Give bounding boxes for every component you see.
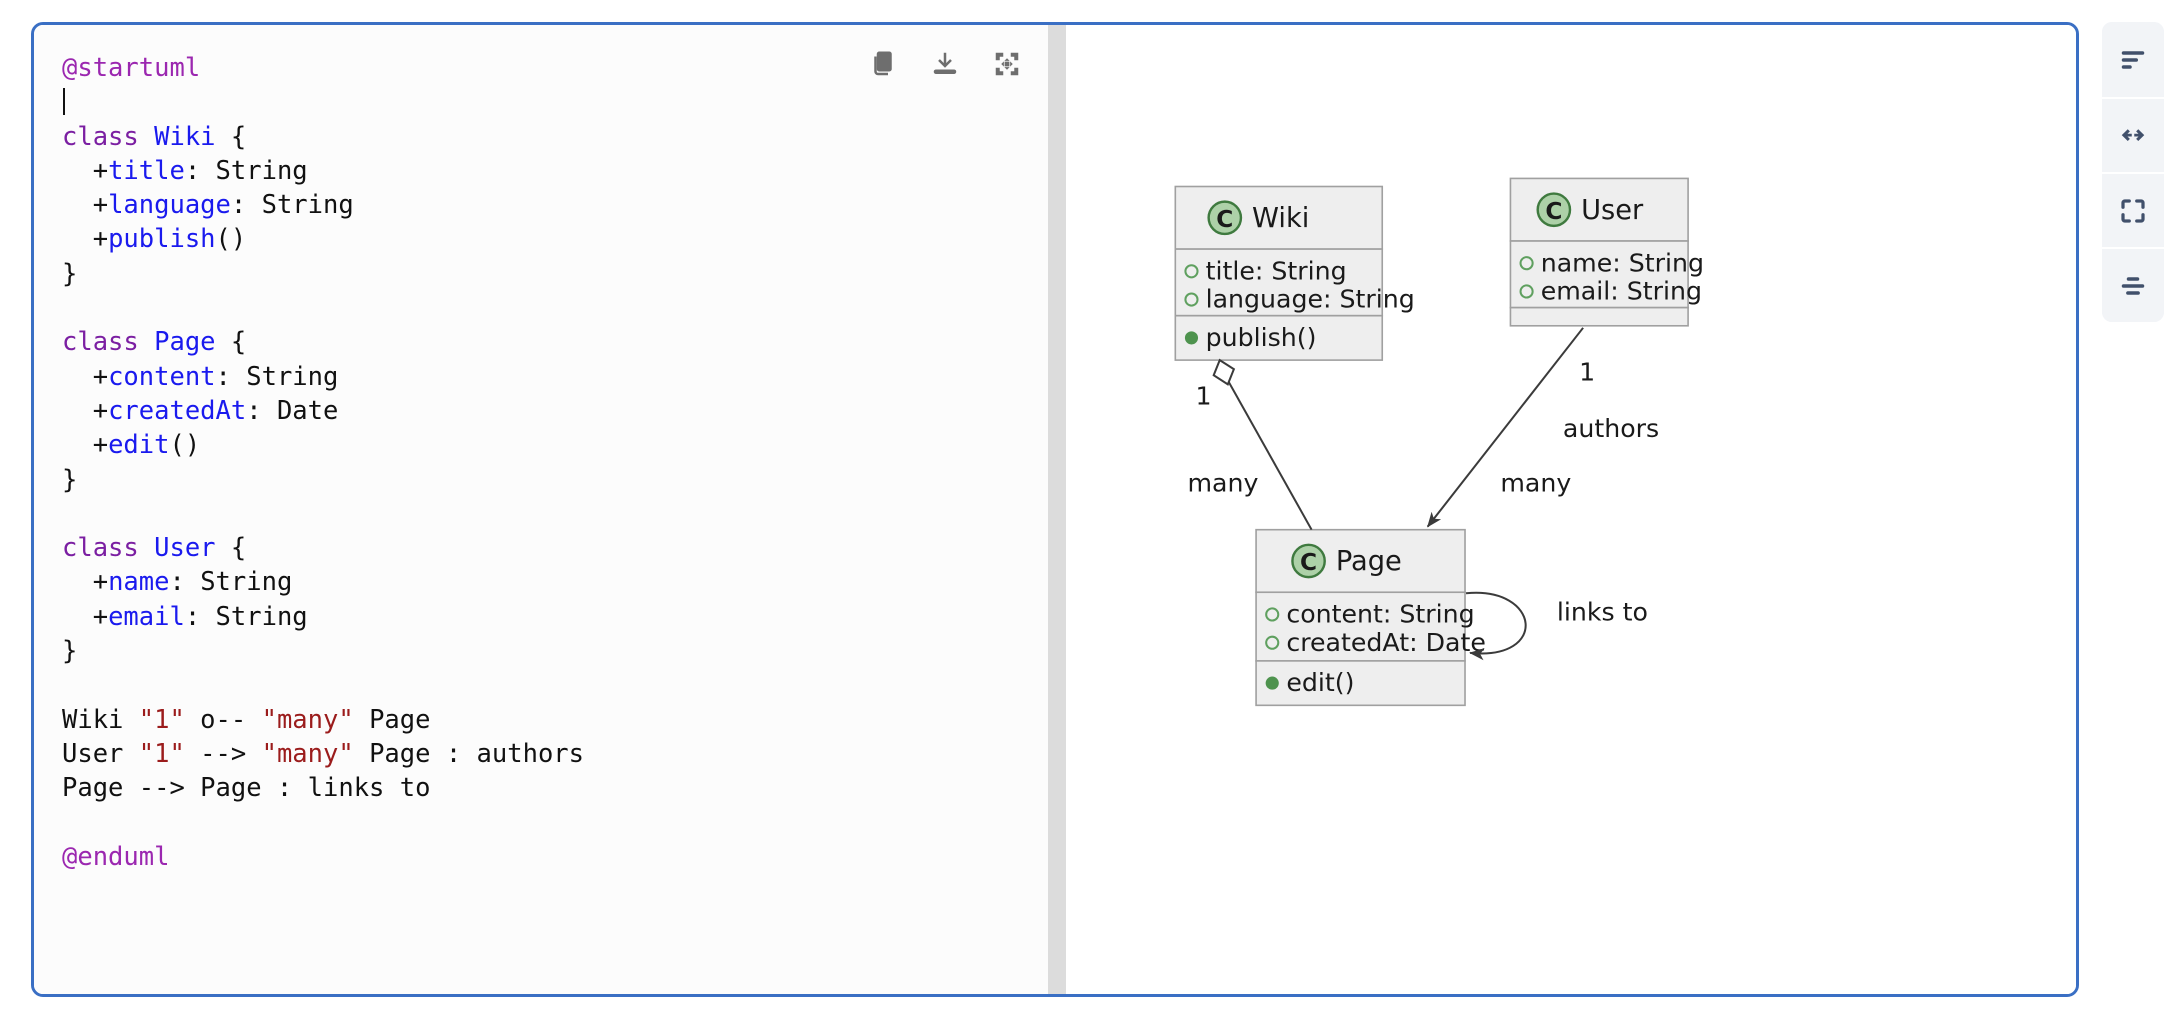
code-line-13: } (62, 464, 78, 495)
code-line-1: @startuml (62, 53, 201, 83)
code-line-12: +edit() (62, 430, 201, 461)
uml-class-user[interactable]: C User name: String email: String (1509, 177, 1704, 327)
relation-user-page: 1 many authors (1426, 327, 1659, 528)
wiki-page-to-mult: many (1187, 468, 1258, 497)
page-attr-1: createdAt: Date (1286, 628, 1486, 657)
page-self-label: links to (1557, 598, 1648, 627)
align-center-icon[interactable] (2102, 247, 2164, 322)
editor-shell: @startuml class Wiki { +title: String +la… (31, 22, 2079, 997)
page-badge-letter: C (1300, 549, 1317, 576)
page-method-0: edit() (1286, 668, 1354, 697)
wiki-attr-0: title: String (1206, 256, 1347, 285)
code-line-6: +publish() (62, 224, 247, 255)
wiki-attr-1: language: String (1206, 285, 1415, 314)
user-page-from-mult: 1 (1579, 357, 1595, 386)
code-text[interactable]: @startuml class Wiki { +title: String +la… (34, 25, 1048, 994)
copy-icon[interactable] (866, 47, 900, 81)
download-icon[interactable] (928, 47, 962, 81)
code-line-19 (62, 668, 1028, 702)
page-class-name: Page (1336, 546, 1402, 577)
uml-class-diagram: C Wiki title: String language: String pu… (1174, 177, 1704, 707)
code-line-15: class User { (62, 533, 247, 564)
expand-icon[interactable] (990, 47, 1024, 81)
view-side-toolbar (2102, 22, 2164, 322)
fullscreen-corners-icon[interactable] (2102, 172, 2164, 247)
wiki-badge-letter: C (1216, 206, 1233, 233)
user-attr-1: email: String (1541, 277, 1702, 306)
wiki-method-0: publish() (1206, 323, 1317, 352)
code-line-23 (62, 806, 1028, 840)
code-line-16: +name: String (62, 567, 293, 598)
user-attr-0: name: String (1541, 248, 1704, 277)
code-line-22: Page --> Page : links to (62, 773, 431, 804)
text-caret (63, 88, 65, 116)
wiki-page-from-mult: 1 (1196, 382, 1212, 411)
user-page-label: authors (1563, 414, 1659, 443)
page-attr-0: content: String (1286, 600, 1474, 629)
user-class-name: User (1581, 195, 1644, 226)
code-line-9: class Page { (62, 327, 247, 358)
code-line-11: +createdAt: Date (62, 395, 339, 426)
arrows-horizontal-icon[interactable] (2102, 97, 2164, 172)
relation-wiki-page: 1 many (1187, 358, 1313, 531)
pane-splitter[interactable] (1048, 25, 1066, 994)
wiki-class-name: Wiki (1252, 203, 1309, 234)
uml-class-page[interactable]: C Page content: String createdAt: Date e… (1255, 528, 1486, 707)
code-line-3: class Wiki { (62, 121, 247, 152)
code-line-4: +title: String (62, 155, 308, 186)
diagram-preview-pane[interactable]: C Wiki title: String language: String pu… (1066, 25, 2076, 994)
uml-class-wiki[interactable]: C Wiki title: String language: String pu… (1174, 185, 1415, 361)
code-line-7: } (62, 258, 78, 289)
align-left-icon[interactable] (2102, 22, 2164, 97)
user-badge-letter: C (1545, 198, 1562, 225)
code-line-18: } (62, 636, 78, 667)
code-line-5: +language: String (62, 190, 354, 221)
code-line-21: User "1" --> "many" Page : authors (62, 738, 585, 769)
code-line-8 (62, 291, 1028, 325)
code-line-10: +content: String (62, 361, 339, 392)
relation-page-self: links to (1465, 591, 1648, 661)
code-line-24: @enduml (62, 841, 170, 872)
code-line-20: Wiki "1" o-- "many" Page (62, 704, 431, 735)
code-editor-pane[interactable]: @startuml class Wiki { +title: String +la… (34, 25, 1048, 994)
code-line-2 (62, 85, 1028, 119)
code-line-17: +email: String (62, 601, 308, 632)
code-line-14 (62, 497, 1028, 531)
user-page-to-mult: many (1500, 468, 1571, 497)
code-toolbar (866, 47, 1024, 81)
